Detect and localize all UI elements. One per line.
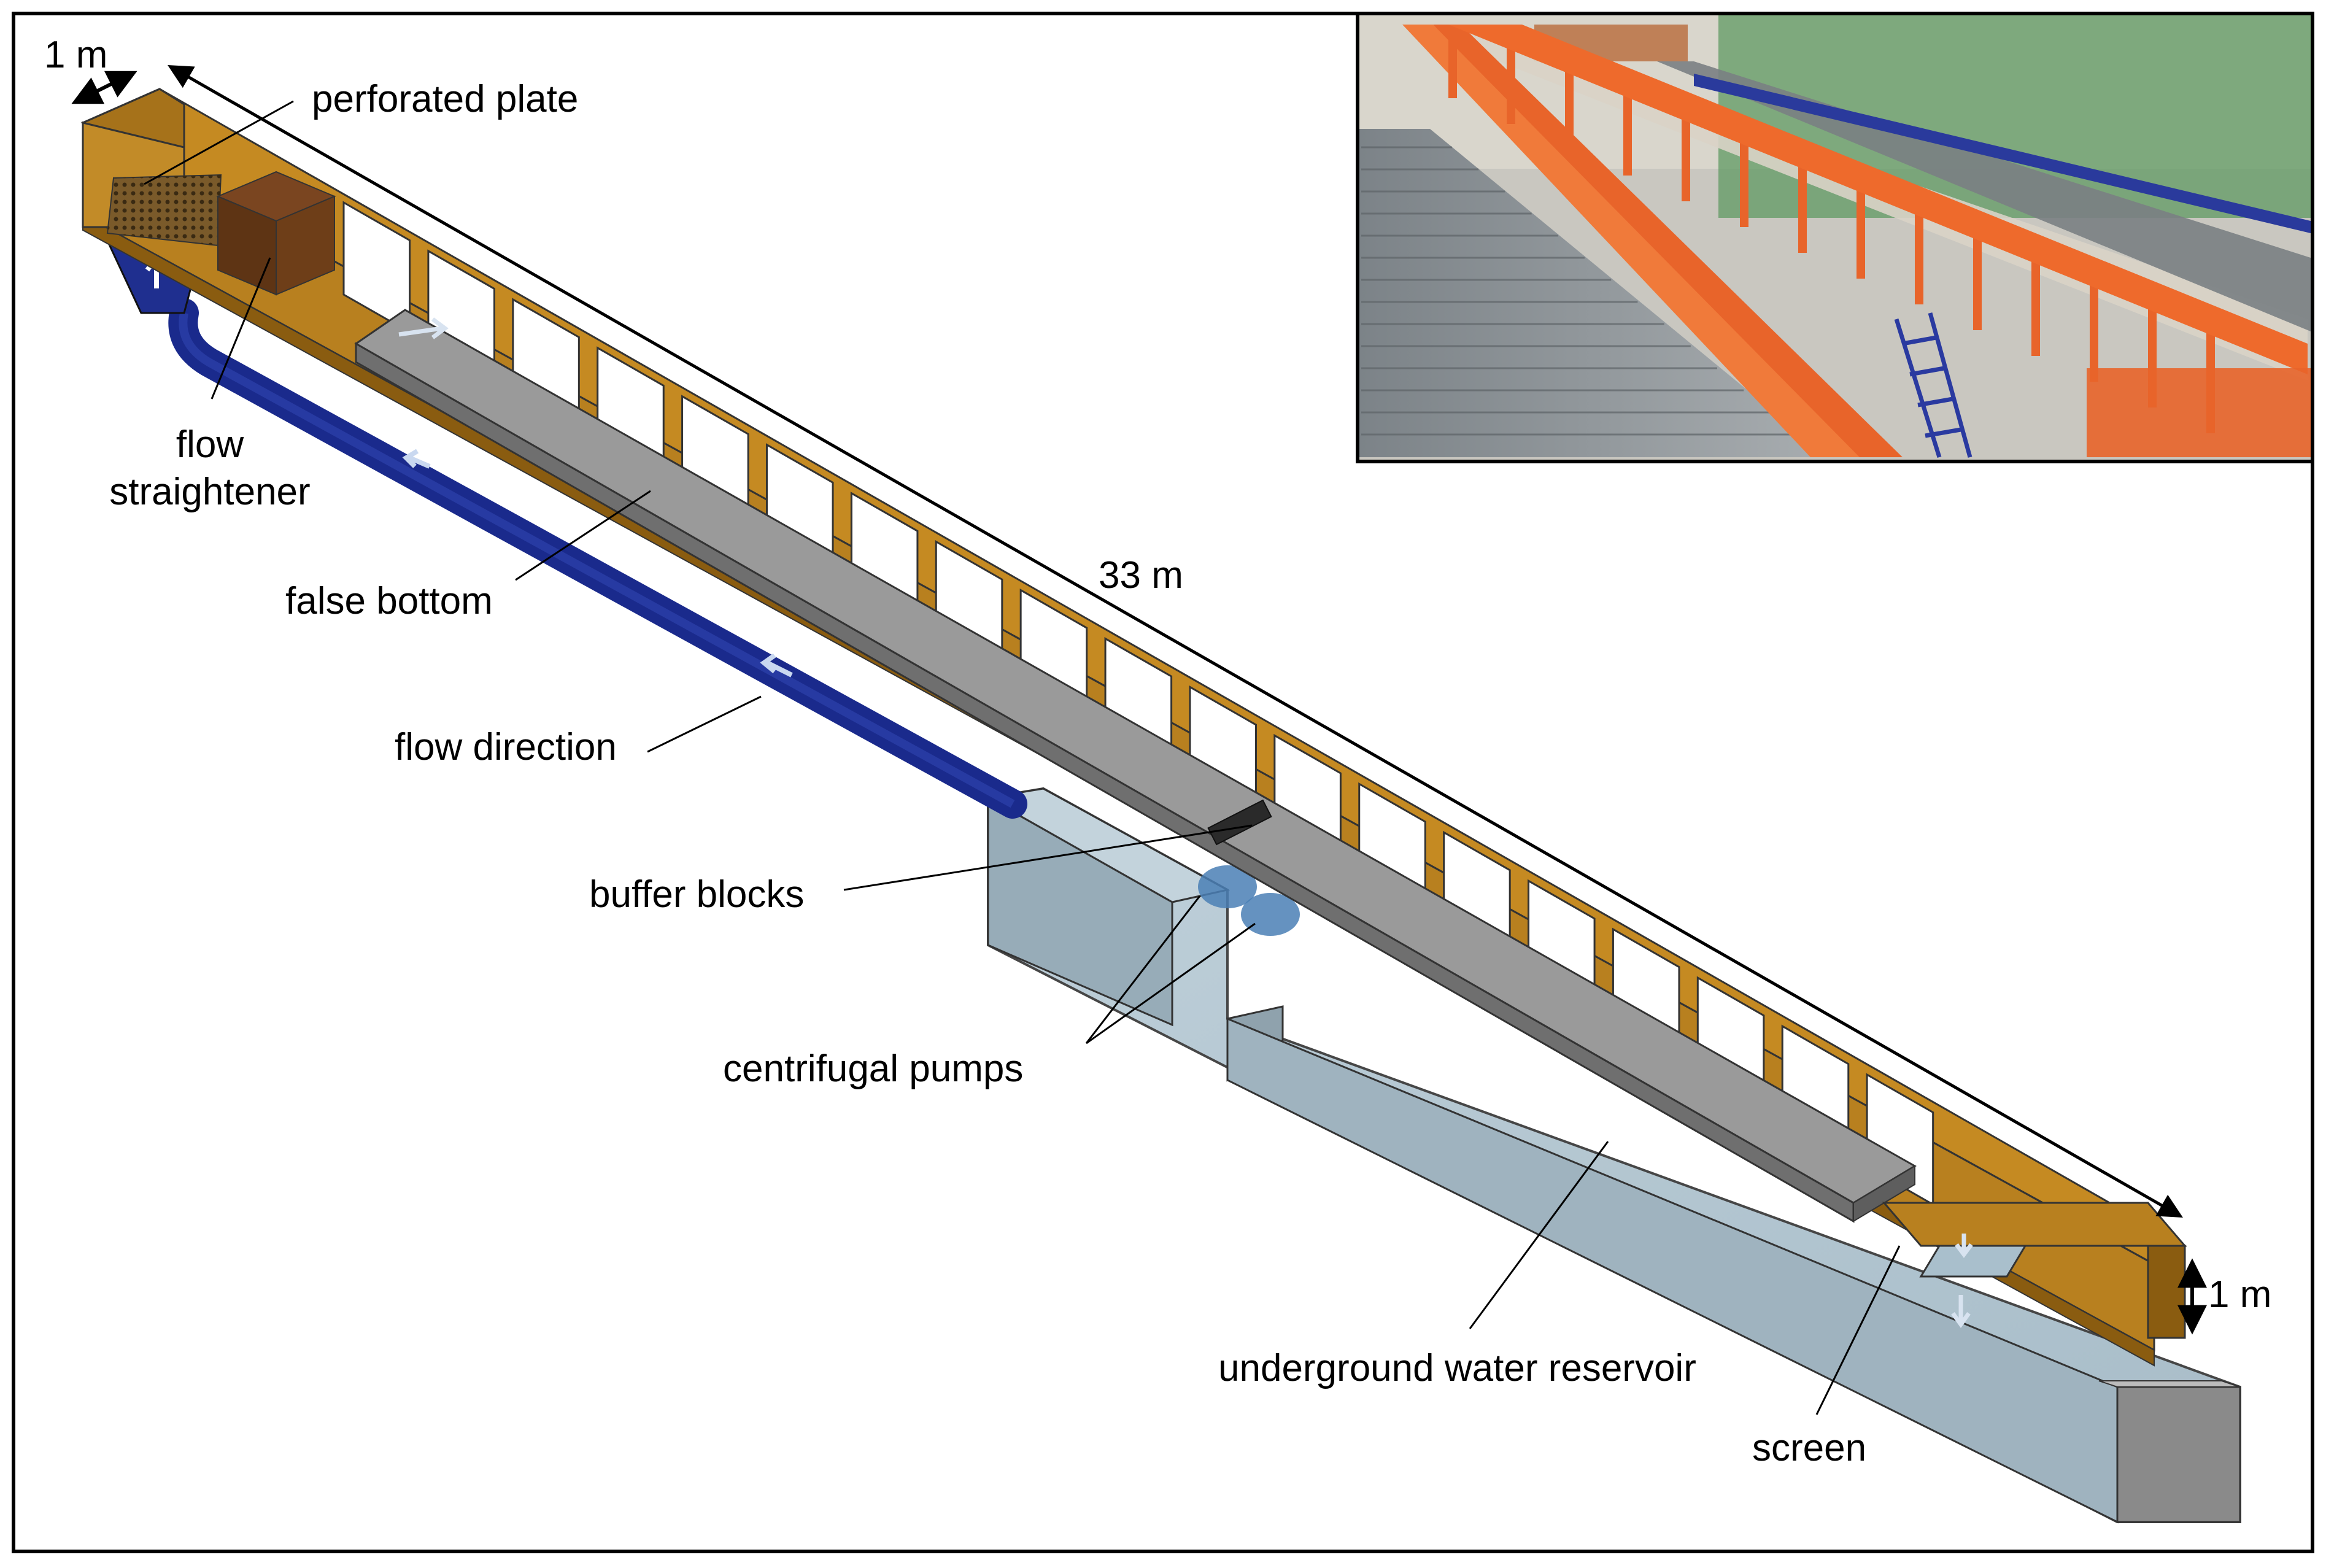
length-dimension-arrow [168, 65, 2183, 1218]
flow-direction-label: flow direction [395, 726, 617, 768]
photo-inset [1356, 12, 2314, 463]
labels: 1 m perforated plate flow straightener f… [44, 34, 2271, 1469]
flow-straightener-label-line1: flow [176, 423, 244, 466]
flow-straightener-block [216, 171, 336, 296]
height-label: 1 m [2208, 1273, 2271, 1316]
centrifugal-pumps-label: centrifugal pumps [723, 1048, 1023, 1090]
width-dimension-arrow [71, 71, 137, 104]
perforated-plate-label: perforated plate [312, 78, 578, 120]
dimension-arrows [71, 65, 2207, 1335]
arrow-down-icon [1955, 1234, 1973, 1258]
reservoir-label: underground water reservoir [1218, 1347, 1696, 1389]
false-bottom-label: false bottom [285, 580, 493, 622]
arrow-down-icon [1951, 1295, 1971, 1328]
screen-label: screen [1752, 1427, 1866, 1469]
figure-border [12, 12, 2314, 1553]
length-label: 33 m [1099, 554, 1183, 597]
water-reservoir [985, 787, 2241, 1524]
perforated-plate [106, 174, 222, 247]
leader-lines [144, 100, 1901, 1415]
screen-opening [1919, 1245, 2027, 1278]
width-label: 1 m [44, 34, 107, 76]
buffer-blocks-label: buffer blocks [589, 873, 804, 916]
flow-straightener-label-line2: straightener [109, 471, 310, 513]
ladder-icon [1894, 312, 1972, 458]
